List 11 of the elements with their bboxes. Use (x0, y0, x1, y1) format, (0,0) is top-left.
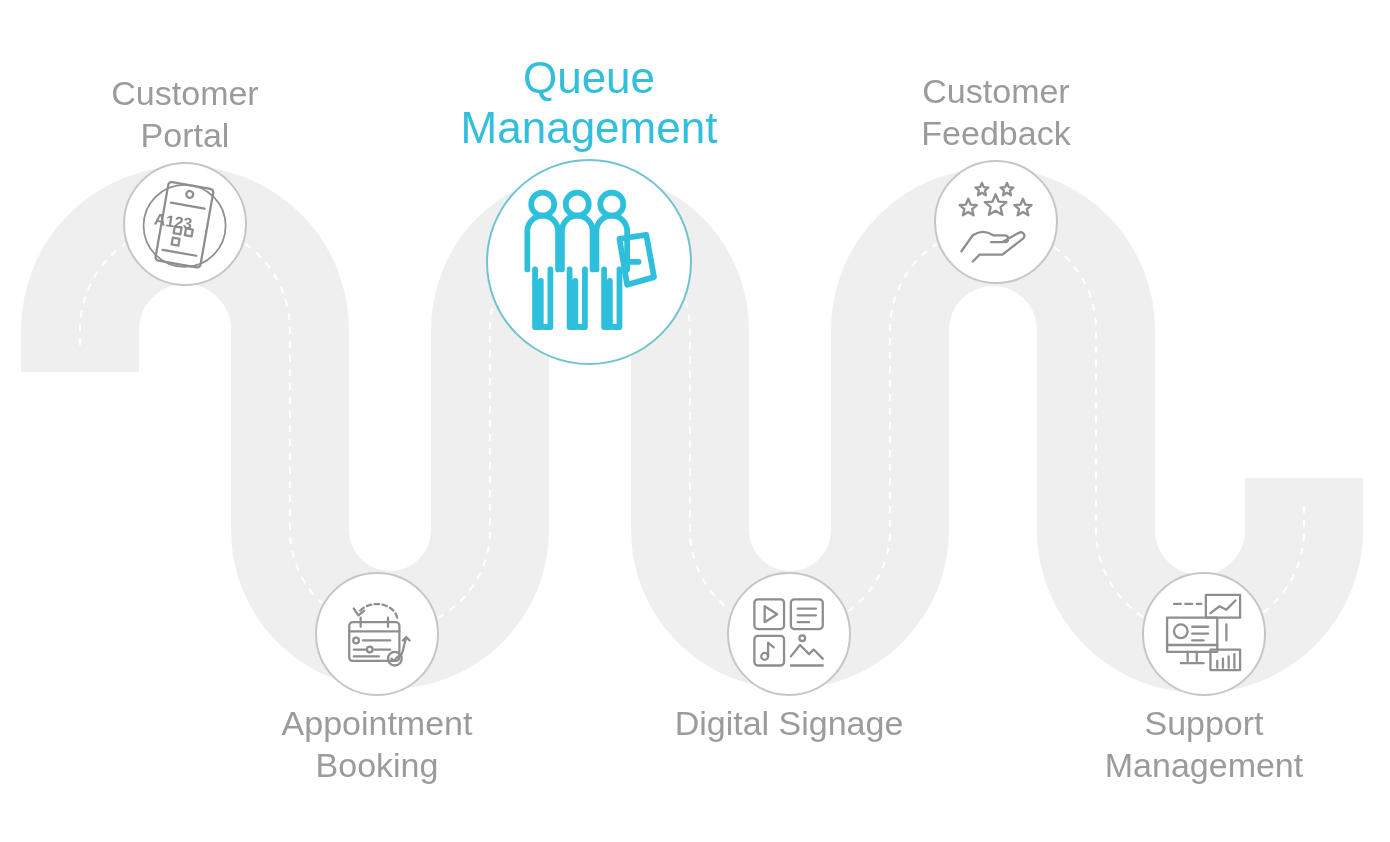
step-title: Digital Signage (674, 703, 904, 744)
step-title: Appointment Booking (280, 703, 474, 786)
dashed-path-line (244, 242, 323, 605)
step-title: Queue Management (459, 53, 719, 153)
step-title: Customer Portal (110, 73, 260, 156)
dashed-path-line (79, 242, 126, 346)
dashed-path-line (1053, 246, 1144, 618)
dashed-path-line (684, 299, 732, 612)
step-title: Support Management (1103, 703, 1305, 786)
step-title: Customer Feedback (920, 71, 1072, 154)
dashed-path-line (847, 242, 938, 613)
